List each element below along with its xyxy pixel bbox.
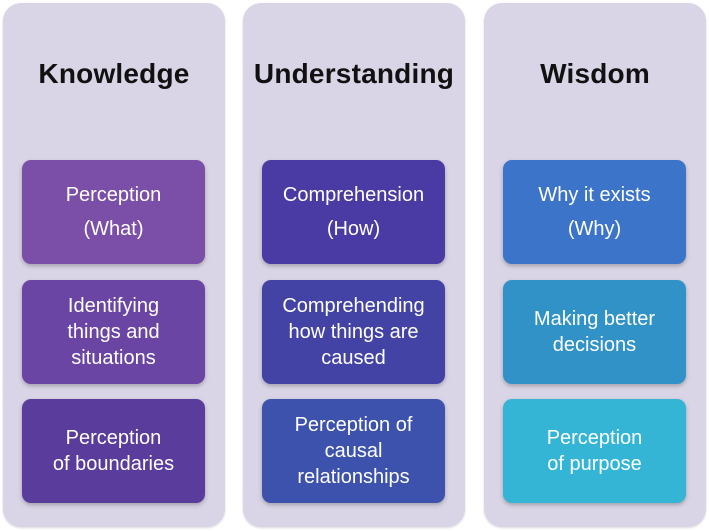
card-why-it-exists: Why it exists (Why)	[503, 160, 686, 264]
card-better-decisions: Making better decisions	[503, 280, 686, 384]
card-comprehending-causes: Comprehending how things are caused	[262, 280, 445, 384]
card-line: (How)	[326, 218, 381, 240]
card-line: Perception	[546, 427, 643, 449]
column-understanding: Understanding Comprehension (How) Compre…	[243, 3, 465, 527]
card-perception-what: Perception (What)	[22, 160, 205, 264]
column-title-wisdom: Wisdom	[540, 58, 650, 89]
card-perception-purpose: Perception of purpose	[503, 399, 686, 503]
column-title-knowledge: Knowledge	[38, 58, 190, 89]
card-line: of boundaries	[52, 453, 175, 475]
card-line: Perception of	[294, 414, 413, 436]
card-line: relationships	[297, 466, 410, 488]
card-line: causal	[324, 440, 383, 462]
card-identifying-things: Identifying things and situations	[22, 280, 205, 384]
card-line: Perception	[65, 427, 162, 449]
column-wisdom: Wisdom Why it exists (Why) Making better…	[484, 3, 706, 527]
card-line: situations	[71, 347, 156, 369]
card-line: (Why)	[567, 218, 622, 240]
card-line: decisions	[552, 334, 637, 356]
card-line: how things are	[288, 321, 419, 343]
card-line: things and	[67, 321, 160, 343]
card-line: Comprehending	[282, 295, 425, 317]
card-line: Identifying	[67, 295, 160, 317]
column-title-understanding: Understanding	[253, 58, 455, 89]
card-perception-boundaries: Perception of boundaries	[22, 399, 205, 503]
column-knowledge: Knowledge Perception (What) Identifying …	[3, 3, 225, 527]
card-causal-relationships: Perception of causal relationships	[262, 399, 445, 503]
card-line: of purpose	[547, 453, 642, 475]
card-line: (What)	[83, 218, 144, 240]
card-line: Perception	[65, 184, 162, 206]
card-line: caused	[321, 347, 386, 369]
card-line: Comprehension	[282, 184, 425, 206]
card-comprehension-how: Comprehension (How)	[262, 160, 445, 264]
card-line: Why it exists	[538, 184, 651, 206]
card-line: Making better	[533, 308, 656, 330]
